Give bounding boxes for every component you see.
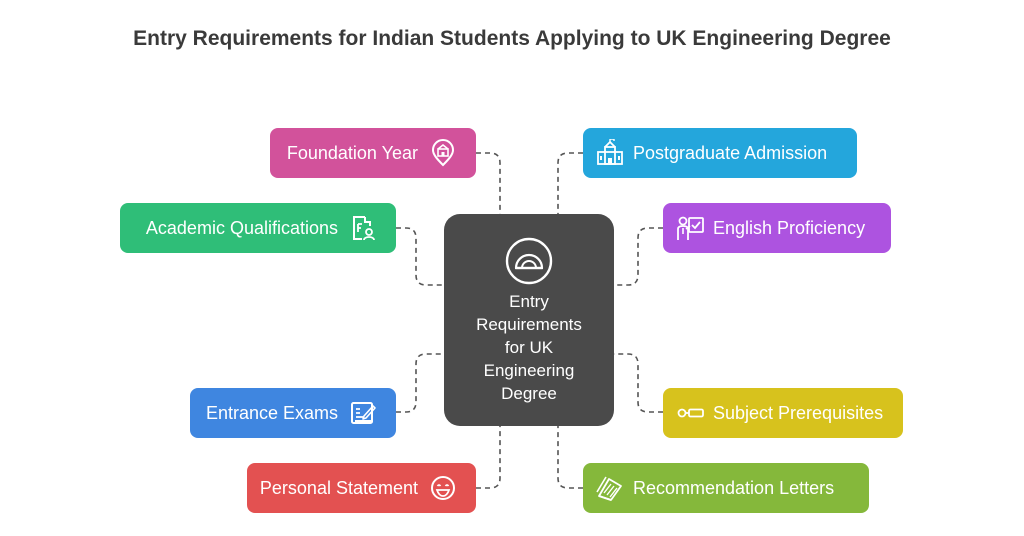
- requirement-label: Personal Statement: [259, 477, 418, 498]
- connector-recommend: [557, 426, 583, 489]
- diagram-title: Entry Requirements for Indian Students A…: [133, 27, 891, 50]
- central-label: Entry Requirements for UK Engineering De…: [476, 292, 582, 403]
- requirement-recommendation-letters: Recommendation Letters: [583, 463, 869, 513]
- requirement-label: Subject Prerequisites: [713, 402, 884, 423]
- protractor-icon: [505, 237, 553, 285]
- requirement-entrance-exams: Entrance Exams: [190, 388, 396, 438]
- requirement-label: Foundation Year: [286, 142, 418, 163]
- location-school-icon: [428, 138, 458, 168]
- requirement-label: Entrance Exams: [205, 402, 338, 423]
- smiley-icon: [428, 473, 458, 503]
- connector-personal: [476, 426, 501, 489]
- letters-icon: [595, 473, 625, 503]
- requirement-label: English Proficiency: [713, 217, 866, 238]
- requirement-label: Academic Qualifications: [145, 217, 338, 238]
- key-icon: [675, 398, 705, 428]
- certificate-person-icon: [348, 213, 378, 243]
- connector-entrance: [396, 353, 444, 413]
- central-node: Entry Requirements for UK Engineering De…: [444, 214, 614, 426]
- requirement-foundation-year: Foundation Year: [270, 128, 476, 178]
- connector-english: [614, 227, 663, 286]
- teacher-board-icon: [675, 213, 705, 243]
- exam-form-icon: [348, 398, 378, 428]
- requirement-label: Postgraduate Admission: [633, 142, 828, 163]
- connector-postgrad: [557, 152, 583, 214]
- requirement-label: Recommendation Letters: [633, 477, 835, 498]
- connector-academic: [396, 227, 444, 286]
- university-building-icon: [595, 138, 625, 168]
- connector-subject: [614, 353, 663, 413]
- requirement-subject-prerequisites: Subject Prerequisites: [663, 388, 903, 438]
- connector-foundation: [476, 152, 501, 214]
- requirement-english-proficiency: English Proficiency: [663, 203, 891, 253]
- requirement-personal-statement: Personal Statement: [247, 463, 476, 513]
- requirement-academic-qualifications: Academic Qualifications: [120, 203, 396, 253]
- requirement-postgraduate-admission: Postgraduate Admission: [583, 128, 857, 178]
